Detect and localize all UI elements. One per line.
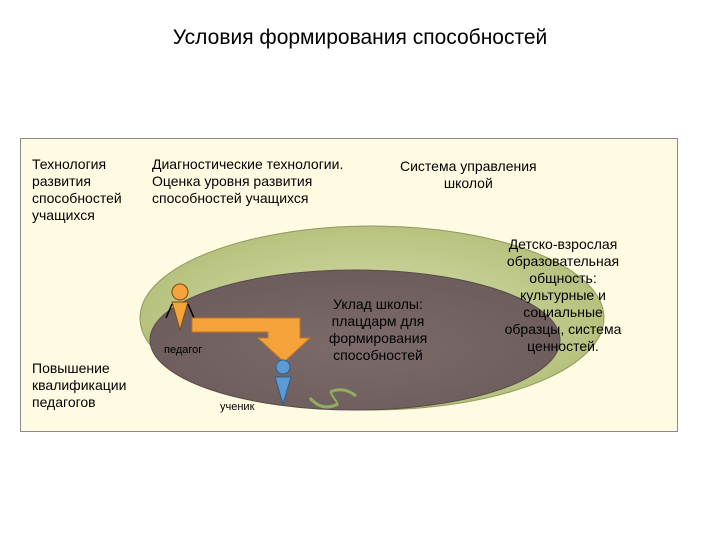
student-label: ученик <box>220 401 255 413</box>
school-way-ellipse <box>149 269 561 411</box>
community-label: Детско-взрослая образовательная общность… <box>504 236 622 354</box>
student-figure-icon <box>274 359 292 406</box>
tech-development-label: Технология развития способностей учащихс… <box>32 156 122 223</box>
qualification-label: Повышение квалификации педагогов <box>32 360 127 410</box>
cycle-arrows-icon <box>308 388 357 409</box>
page-title: Условия формирования способностей <box>172 26 548 49</box>
teacher-to-student-arrow <box>191 317 312 363</box>
diagnostic-tech-label: Диагностические технологии. Оценка уровн… <box>152 156 344 206</box>
school-way-label: Уклад школы: плацдарм для формирования с… <box>328 296 428 363</box>
teacher-label: педагог <box>164 344 203 356</box>
management-system-label: Система управления школой <box>400 158 537 191</box>
teacher-figure-icon <box>165 283 195 332</box>
